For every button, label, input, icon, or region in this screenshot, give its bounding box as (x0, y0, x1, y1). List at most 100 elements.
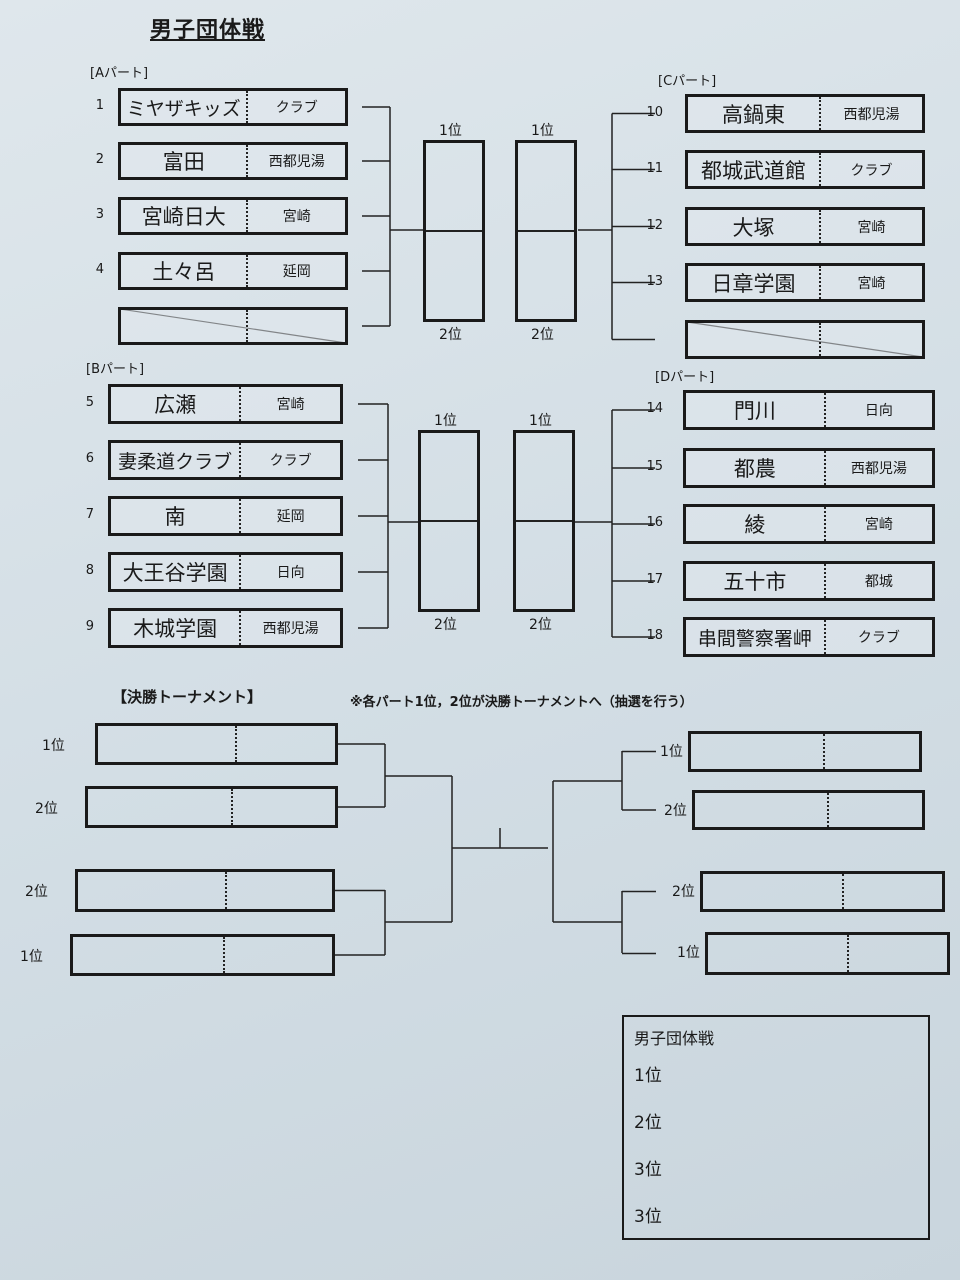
final-slot (75, 869, 335, 912)
slot-rank-label: 1位 (677, 945, 700, 961)
team-name: 都農 (686, 451, 826, 485)
team-entry: 大王谷学園 日向 (108, 552, 343, 592)
team-region: クラブ (850, 162, 893, 179)
first-place-label: 1位 (529, 413, 552, 429)
slot-divider (235, 726, 238, 762)
team-name (688, 323, 822, 356)
part-rank-box (515, 140, 577, 322)
team-region: 西都児湯 (262, 621, 319, 637)
final-slot (70, 934, 335, 976)
slot-rank-label: 1位 (660, 744, 683, 760)
final-slot (705, 932, 950, 975)
team-number: 10 (646, 104, 663, 120)
slot-rank-label: 1位 (20, 949, 43, 965)
first-place-label: 1位 (439, 123, 462, 139)
team-number: 14 (646, 401, 663, 416)
result-rank-label: 3位 (634, 1160, 662, 1180)
team-region: クラブ (275, 100, 318, 116)
part-rank-box (513, 430, 575, 612)
final-slot (95, 723, 338, 765)
team-name: 日章学園 (688, 266, 822, 299)
page-title: 男子団体戦 (150, 18, 266, 43)
final-slot (692, 790, 925, 830)
team-number: 18 (646, 628, 663, 643)
team-entry: 綾宮崎 (683, 504, 935, 544)
part-rank-box (423, 140, 485, 322)
team-name: 高鍋東 (688, 97, 822, 130)
team-entry: 串間警察署岬 クラブ (683, 617, 935, 657)
team-entry: 高鍋東 西都児湯 (685, 94, 925, 133)
team-entry: 大塚宮崎 (685, 207, 925, 246)
part-label: [Aパート] (90, 66, 149, 81)
team-name: 宮崎日大 (121, 200, 249, 232)
result-rank-label: 1位 (634, 1066, 662, 1086)
team-name: 串間警察署岬 (686, 620, 826, 654)
team-name: 大塚 (688, 210, 822, 243)
final-slot (85, 786, 338, 828)
team-region: 日向 (276, 565, 305, 581)
team-entry: 都農西都児湯 (683, 448, 935, 488)
team-name: 広瀬 (111, 387, 242, 421)
team-entry: 五十市 都城 (683, 561, 935, 601)
team-name: 富田 (121, 145, 249, 177)
final-title: 【決勝トーナメント】 (112, 688, 263, 706)
slot-divider (225, 872, 228, 909)
part-label: [Bパート] (86, 362, 145, 377)
team-number: 12 (646, 217, 663, 233)
slot-rank-label: 2位 (664, 803, 687, 819)
team-number: 17 (646, 572, 663, 587)
team-entry: 妻柔道クラブクラブ (108, 440, 343, 480)
team-region: 都城 (864, 574, 893, 590)
second-place-label: 2位 (531, 327, 554, 343)
second-place-label: 2位 (434, 617, 457, 633)
team-entry: 富田 西都児湯 (118, 142, 348, 180)
slot-divider (823, 734, 826, 769)
team-entry: 南延岡 (108, 496, 343, 536)
team-name: 門川 (686, 393, 826, 427)
second-place-label: 2位 (439, 327, 462, 343)
team-name: 五十市 (686, 564, 826, 598)
slot-divider (846, 935, 849, 972)
team-entry: 日章学園 宮崎 (685, 263, 925, 302)
slot-divider (231, 789, 234, 825)
team-entry: 門川 日向 (683, 390, 935, 430)
team-number: 4 (95, 262, 104, 277)
result-rank-label: 2位 (634, 1113, 662, 1133)
team-entry: 広瀬 宮崎 (108, 384, 343, 424)
team-number: 16 (646, 515, 663, 530)
team-region: 日向 (864, 403, 893, 419)
team-number: 7 (85, 507, 94, 522)
team-number: 5 (85, 395, 94, 410)
team-name: ミヤザキッズ (121, 91, 249, 123)
part-label: [Dパート] (655, 370, 715, 385)
team-entry: 土々呂延岡 (118, 252, 348, 290)
result-rank-label: 3位 (634, 1207, 662, 1227)
slot-divider (223, 937, 226, 973)
team-name (121, 310, 249, 342)
team-region: 西都児湯 (268, 154, 325, 170)
final-slot (688, 731, 922, 772)
team-number: 6 (85, 451, 94, 466)
team-name: 綾 (686, 507, 826, 541)
team-number: 15 (646, 459, 663, 474)
team-region: クラブ (857, 630, 900, 646)
team-number: 9 (85, 619, 94, 634)
final-slot (700, 871, 945, 912)
team-name: 大王谷学園 (111, 555, 242, 589)
team-entry: ミヤザキッズ クラブ (118, 88, 348, 126)
team-number: 3 (95, 207, 104, 222)
team-region: 宮崎 (857, 275, 886, 292)
slot-divider (841, 874, 844, 909)
part-rank-box (418, 430, 480, 612)
empty-slot (118, 307, 348, 345)
first-place-label: 1位 (531, 123, 554, 139)
team-name: 妻柔道クラブ (111, 443, 242, 477)
team-region: 宮崎 (282, 209, 311, 225)
slot-rank-label: 1位 (42, 738, 65, 754)
team-region: 西都児湯 (843, 106, 900, 123)
team-region: 延岡 (276, 509, 305, 525)
team-number: 1 (95, 98, 104, 113)
team-number: 8 (85, 563, 94, 578)
team-region: 宮崎 (276, 397, 305, 413)
final-note: ※各パート1位，2位が決勝トーナメントへ（抽選を行う） (350, 695, 693, 710)
